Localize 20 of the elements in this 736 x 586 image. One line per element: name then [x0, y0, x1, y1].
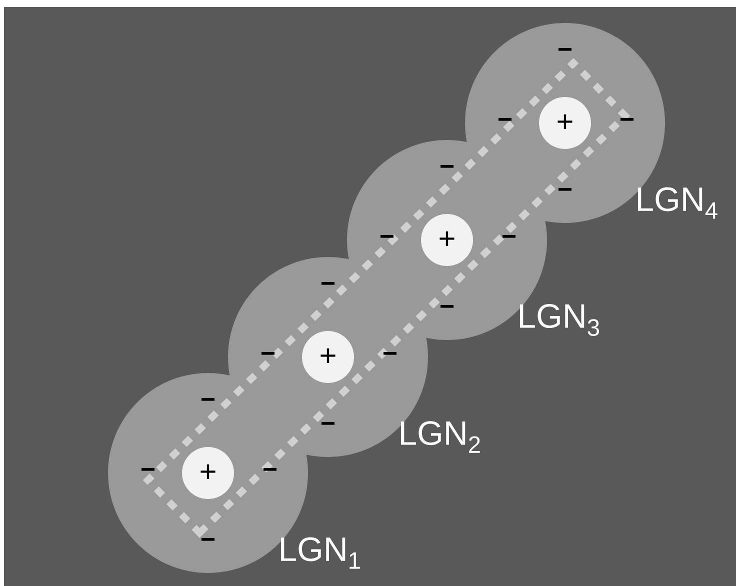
unit-label: LGN$_{2}$	[400, 421, 480, 453]
unit-label: LGN$_{1}$	[280, 537, 360, 569]
minus-sign: −	[322, 282, 334, 285]
minus-sign: −	[262, 352, 274, 355]
minus-sign: −	[440, 164, 454, 168]
minus-sign: −	[558, 188, 572, 191]
minus-sign: −	[322, 422, 334, 425]
unit-label: LGN$_{3}$	[520, 304, 599, 336]
minus-sign: −	[558, 48, 572, 51]
minus-sign: −	[202, 538, 214, 541]
minus-sign: −	[384, 352, 396, 355]
minus-sign: −	[502, 234, 516, 238]
minus-sign: −	[620, 118, 634, 121]
unit-label: LGN$_{4}$	[638, 187, 718, 219]
minus-sign: −	[380, 234, 394, 238]
minus-sign: −	[440, 304, 454, 308]
minus-sign: −	[142, 468, 154, 471]
minus-sign: −	[202, 398, 214, 401]
minus-sign: −	[498, 118, 512, 121]
minus-sign: −	[264, 468, 276, 471]
